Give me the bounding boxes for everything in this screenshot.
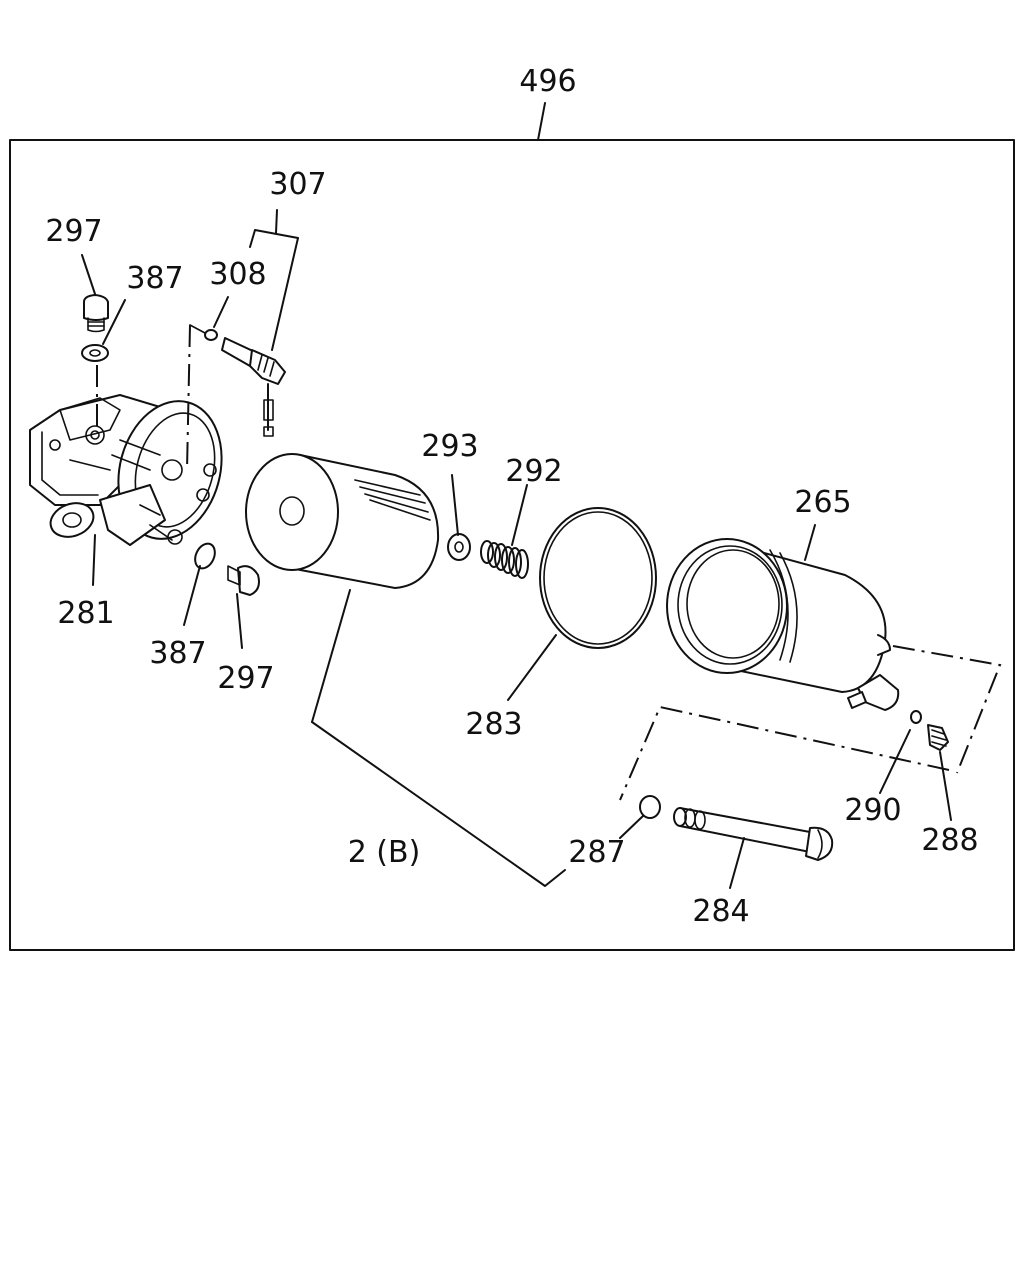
label-307: 307 bbox=[269, 167, 326, 202]
filter-element-2b bbox=[245, 453, 440, 589]
oring-290 bbox=[910, 710, 922, 724]
oring-308 bbox=[204, 329, 218, 341]
label-387-top: 387 bbox=[126, 261, 183, 296]
label-496: 496 bbox=[519, 64, 576, 99]
bowl-265 bbox=[666, 538, 900, 711]
label-265: 265 bbox=[794, 485, 851, 520]
washer-387-top bbox=[81, 344, 109, 362]
label-2b: 2 (B) bbox=[348, 835, 421, 870]
spring-292 bbox=[480, 540, 529, 579]
leader-496 bbox=[537, 102, 546, 141]
label-281: 281 bbox=[57, 596, 114, 631]
label-283: 283 bbox=[465, 707, 522, 742]
seal-ring-283 bbox=[539, 507, 657, 649]
oring-287 bbox=[639, 795, 661, 819]
center-bolt-284 bbox=[673, 807, 834, 861]
label-387-bottom: 387 bbox=[149, 636, 206, 671]
filter-head-part bbox=[29, 394, 223, 546]
washer-387-bottom bbox=[194, 542, 216, 570]
washer-293 bbox=[447, 533, 471, 561]
label-297-bottom: 297 bbox=[217, 661, 274, 696]
label-297-top: 297 bbox=[45, 214, 102, 249]
label-288: 288 bbox=[921, 823, 978, 858]
valve-288 bbox=[927, 724, 949, 751]
label-284: 284 bbox=[692, 894, 749, 929]
label-308: 308 bbox=[209, 257, 266, 292]
label-293: 293 bbox=[421, 429, 478, 464]
label-290: 290 bbox=[844, 793, 901, 828]
plug-297-bottom bbox=[227, 565, 260, 596]
plug-297-top bbox=[83, 294, 109, 333]
label-287: 287 bbox=[568, 835, 625, 870]
sensor-307 bbox=[221, 337, 286, 437]
diagram-frame bbox=[9, 139, 1015, 951]
label-292: 292 bbox=[505, 454, 562, 489]
